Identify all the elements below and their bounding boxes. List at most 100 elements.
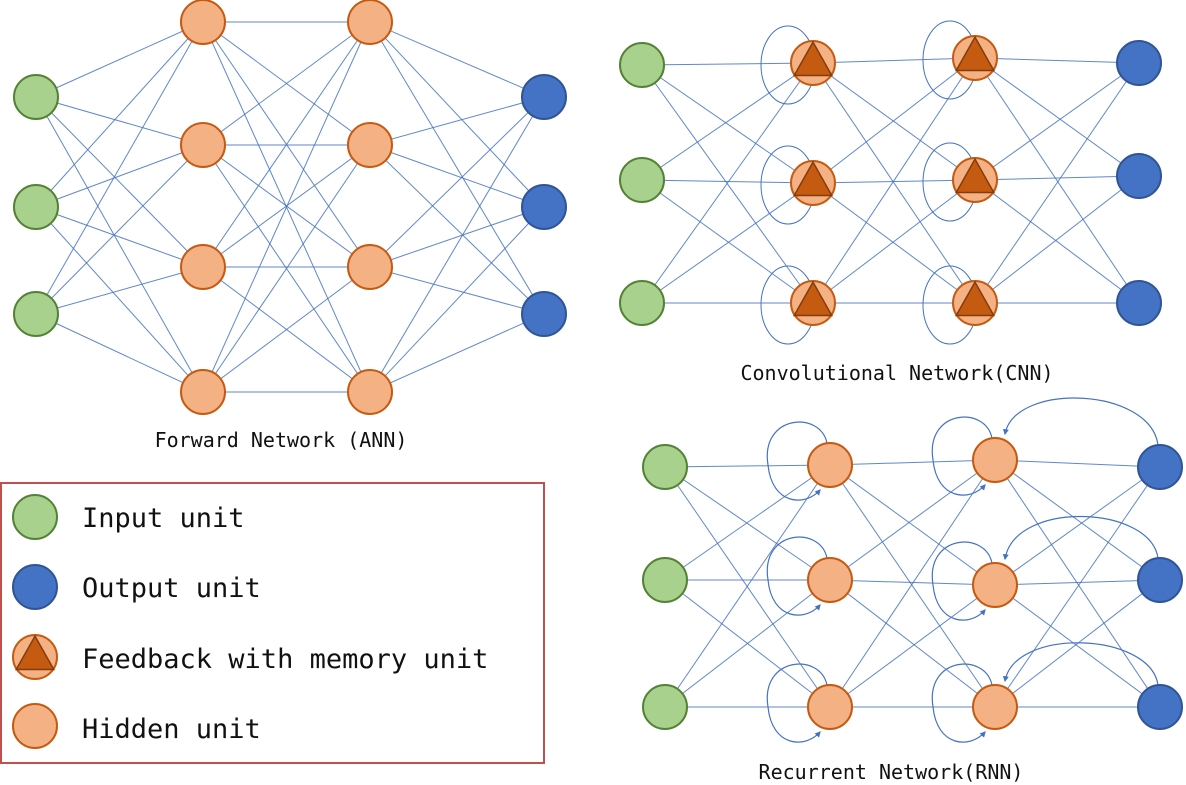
legend-label-output: Output unit xyxy=(82,573,261,604)
cnn-output-unit xyxy=(1116,153,1162,199)
ann-edge xyxy=(369,144,545,208)
rnn-edge xyxy=(664,466,831,581)
memory-triangle-icon xyxy=(14,634,56,671)
rnn-edge xyxy=(994,459,1161,708)
ann-edge xyxy=(369,206,545,393)
rnn-edge xyxy=(829,464,996,708)
cnn-memory-unit xyxy=(952,35,998,81)
ann-edge xyxy=(35,21,204,208)
cnn-edge xyxy=(641,179,814,184)
hidden-unit-circle xyxy=(347,244,393,290)
cnn-edge xyxy=(812,62,976,304)
cnn-input-unit xyxy=(619,157,665,203)
cnn-input-unit xyxy=(619,42,665,88)
ann-edge xyxy=(369,206,545,268)
output-unit-circle xyxy=(521,74,567,120)
ann-edge xyxy=(202,144,371,393)
ann-edge xyxy=(369,21,545,98)
ann-edge xyxy=(369,96,545,146)
rnn-self-loop-arrow xyxy=(931,663,993,743)
cnn-edge xyxy=(641,62,814,66)
cnn-edge xyxy=(974,179,1140,304)
ann-hidden-unit xyxy=(180,0,226,45)
legend-label-input: Input unit xyxy=(82,503,245,534)
input-unit-circle xyxy=(13,74,59,120)
cnn-edge xyxy=(812,57,976,184)
ann-edge xyxy=(369,313,545,393)
legend-label-memory: Feedback with memory unit xyxy=(82,644,488,675)
ann-edge xyxy=(369,21,545,315)
ann-edge xyxy=(35,21,204,98)
hidden-unit-circle xyxy=(180,369,226,415)
rnn-edge xyxy=(994,579,1161,586)
rnn-output-feedback-arrow xyxy=(1002,515,1159,561)
cnn-edge xyxy=(812,179,976,184)
cnn-input-unit xyxy=(619,280,665,326)
output-unit-circle xyxy=(1137,444,1183,490)
cnn-edge xyxy=(812,182,976,304)
cnn-edge xyxy=(641,64,814,304)
output-unit-circle xyxy=(1116,153,1162,199)
ann-output-unit xyxy=(521,184,567,230)
rnn-input-unit xyxy=(642,684,688,730)
ann-edge xyxy=(35,144,204,315)
rnn-edge xyxy=(994,579,1161,708)
ann-edge xyxy=(35,266,204,315)
cnn-edge xyxy=(812,57,976,64)
ann-edge xyxy=(35,206,204,268)
cnn-caption: Convolutional Network(CNN) xyxy=(740,361,1053,385)
cnn-memory-unit xyxy=(952,280,998,326)
ann-edge xyxy=(369,21,545,208)
rnn-self-loop-arrow xyxy=(766,421,828,501)
rnn-edge xyxy=(664,464,831,708)
rnn-output-unit xyxy=(1137,444,1183,490)
ann-edge xyxy=(35,96,204,268)
rnn-edge xyxy=(829,579,996,586)
rnn-edge xyxy=(994,459,1161,468)
cnn-memory-unit xyxy=(790,160,836,206)
ann-hidden-unit xyxy=(347,369,393,415)
hidden-unit-circle xyxy=(180,0,226,45)
cnn-edge xyxy=(974,175,1140,304)
cnn-output-unit xyxy=(1116,40,1162,86)
rnn-caption: Recurrent Network(RNN) xyxy=(759,760,1024,784)
ann-hidden-unit xyxy=(180,369,226,415)
rnn-edge xyxy=(994,459,1161,581)
hidden-unit-circle xyxy=(180,244,226,290)
ann-edge xyxy=(35,21,204,315)
ann-edge xyxy=(202,266,371,393)
output-unit-circle xyxy=(1116,280,1162,326)
rnn-edge xyxy=(829,459,996,466)
hidden-unit-circle xyxy=(972,437,1018,483)
ann-edge xyxy=(35,96,204,393)
input-unit-circle xyxy=(13,291,59,337)
legend-label-hidden: Hidden unit xyxy=(82,714,261,745)
ann-caption: Forward Network (ANN) xyxy=(155,428,408,452)
rnn-edge xyxy=(994,584,1161,708)
ann-edge xyxy=(202,21,371,393)
cnn-output-unit xyxy=(1116,280,1162,326)
memory-triangle-icon xyxy=(792,40,834,77)
cnn-network: Convolutional Network(CNN) xyxy=(619,20,1162,385)
input-unit-circle xyxy=(619,280,665,326)
ann-hidden-unit xyxy=(347,0,393,45)
rnn-edge xyxy=(994,466,1161,708)
cnn-edge xyxy=(641,62,814,181)
ann-hidden-unit xyxy=(347,122,393,168)
ann-edge xyxy=(369,96,545,393)
legend-border xyxy=(0,482,545,764)
hidden-unit-circle xyxy=(807,557,853,603)
ann-hidden-unit xyxy=(180,244,226,290)
rnn-edge xyxy=(829,459,996,708)
rnn-edges xyxy=(664,459,1161,708)
rnn-input-unit xyxy=(642,557,688,603)
rnn-network: Recurrent Network(RNN) xyxy=(642,397,1183,784)
cnn-edge xyxy=(974,57,1140,64)
hidden-unit-circle xyxy=(12,703,58,749)
cnn-edge xyxy=(641,182,814,304)
hidden-unit-circle xyxy=(807,442,853,488)
legend-memory-icon xyxy=(12,634,58,680)
rnn-edge xyxy=(664,579,831,708)
rnn-edge xyxy=(829,584,996,708)
